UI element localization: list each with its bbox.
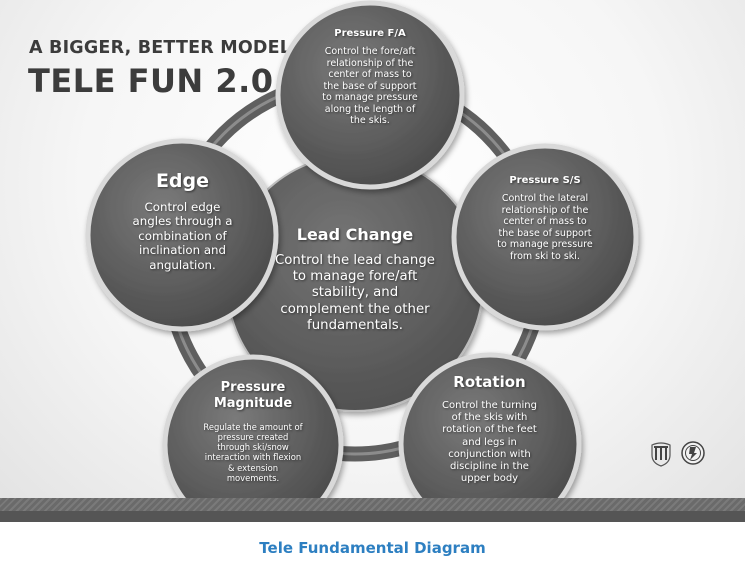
column-seal-icon <box>651 442 671 467</box>
body-line: inclination and <box>138 243 227 258</box>
body-line: conjunction with <box>448 448 531 460</box>
pressure-fa-circle <box>275 0 465 190</box>
node-edge: Edge Control edge angles through a combi… <box>95 170 270 272</box>
node-pressure-fa-body: Control the fore/aft relationship of the… <box>285 46 455 127</box>
floor-base <box>0 511 745 522</box>
node-lead-change: Lead Change Control the lead change to m… <box>230 225 480 334</box>
body-line: center of mass to <box>328 69 412 81</box>
node-rotation-body: Control the turning of the skis with rot… <box>402 400 577 485</box>
node-pressure-magnitude: Pressure Magnitude Regulate the amount o… <box>175 380 331 483</box>
body-line: movements. <box>226 472 280 483</box>
body-line: Control the fore/aft <box>324 46 416 57</box>
body-line: & extension <box>227 462 279 473</box>
body-line: Control the lead change <box>275 253 435 268</box>
slide-subtitle: A BIGGER, BETTER MODEL: <box>29 38 299 58</box>
node-pressure-ss-title: Pressure S/S <box>509 175 581 186</box>
node-pressure-ss-body: Control the lateral relationship of the … <box>455 193 635 262</box>
body-line: along the length of <box>324 103 416 115</box>
body-line: angulation. <box>149 257 216 272</box>
body-line: to manage pressure <box>322 92 418 104</box>
node-edge-body: Control edge angles through a combinatio… <box>95 200 270 272</box>
body-line: the base of support <box>498 227 592 239</box>
body-line: rotation of the feet <box>442 424 537 436</box>
body-line: center of mass to <box>503 216 587 228</box>
node-pressure-magnitude-body: Regulate the amount of pressure created … <box>175 422 331 484</box>
node-edge-title: Edge <box>155 170 210 192</box>
body-line: relationship of the <box>501 204 589 216</box>
node-rotation: Rotation Control the turning of the skis… <box>402 373 577 485</box>
body-line: interaction with flexion <box>204 452 302 463</box>
node-pressure-magnitude-title: Pressure Magnitude <box>175 380 331 413</box>
title-line: Pressure <box>220 380 286 395</box>
slide: A BIGGER, BETTER MODEL: TELE FUN 2.0 <box>0 0 745 522</box>
rotation-circle <box>398 352 582 522</box>
node-pressure-fa: Pressure F/A Control the fore/aft relati… <box>285 28 455 127</box>
body-line: discipline in the <box>450 460 529 472</box>
round-emblem-icon <box>681 441 705 465</box>
body-line: the base of support <box>323 80 417 92</box>
body-line: to manage fore/aft <box>292 269 418 285</box>
body-line: and legs in <box>462 436 517 448</box>
title-line: Magnitude <box>213 396 293 412</box>
diagram-graphic <box>85 0 639 522</box>
body-line: stability, and <box>311 285 399 301</box>
node-pressure-ss: Pressure S/S Control the lateral relatio… <box>455 175 635 262</box>
pressure-ss-circle <box>451 143 639 331</box>
node-lead-change-title: Lead Change <box>296 225 414 244</box>
body-line: Regulate the amount of <box>203 421 303 432</box>
body-line: complement the other <box>280 301 430 317</box>
body-line: relationship of the <box>326 57 414 69</box>
body-line: of the skis with <box>451 412 528 424</box>
body-line: pressure created <box>217 431 289 442</box>
node-pressure-fa-title: Pressure F/A <box>334 28 406 39</box>
figure-caption: Tele Fundamental Diagram <box>259 539 486 557</box>
body-line: fundamentals. <box>307 317 403 333</box>
node-lead-change-body: Control the lead change to manage fore/a… <box>230 253 480 334</box>
body-line: through ski/snow <box>217 442 289 452</box>
body-line: combination of <box>138 228 227 243</box>
body-line: upper body <box>460 473 519 485</box>
body-line: the skis. <box>350 115 390 127</box>
edge-circle <box>85 138 279 332</box>
body-line: from ski to ski. <box>510 250 580 262</box>
body-line: angles through a <box>132 214 233 229</box>
node-rotation-title: Rotation <box>453 373 526 391</box>
pressure-magnitude-circle <box>162 354 344 522</box>
body-line: Control the turning <box>442 400 537 411</box>
body-line: to manage pressure <box>497 239 593 251</box>
body-line: Control edge <box>144 200 221 214</box>
slide-title: TELE FUN 2.0 <box>28 62 274 100</box>
body-line: Control the lateral <box>501 193 589 204</box>
